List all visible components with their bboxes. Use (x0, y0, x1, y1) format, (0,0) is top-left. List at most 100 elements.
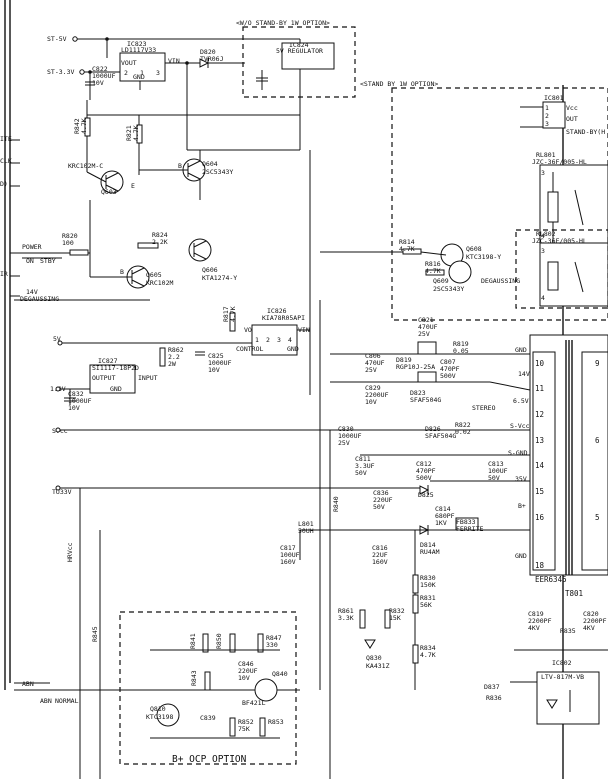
svg-text:R8174.7K: R8174.7K (222, 306, 237, 322)
svg-text:Vcc: Vcc (566, 104, 578, 112)
svg-text:R8214.7K: R8214.7K (125, 125, 140, 141)
svg-text:2: 2 (545, 112, 549, 120)
standby-option-box: <STAND BY 1W OPTION> (360, 80, 608, 321)
svg-text:KTA1274-Y: KTA1274-Y (202, 274, 237, 282)
svg-text:DEGAUSSING: DEGAUSSING (20, 295, 59, 303)
ic801: IC801 Vcc OUT 1 2 3 STAND-BY(H MAIN) (520, 94, 608, 136)
svg-text:S-Vcc: S-Vcc (510, 422, 530, 430)
svg-text:R850: R850 (215, 633, 223, 649)
svg-text:STAND-BY(H MAIN): STAND-BY(H MAIN) (566, 128, 608, 136)
svg-text:B: B (178, 162, 182, 170)
svg-text:3: 3 (156, 69, 160, 77)
q603: KRC102M-C Q603 E (68, 162, 135, 196)
svg-text:NORMAL: NORMAL (55, 697, 79, 705)
svg-text:SI1117-18P2D: SI1117-18P2D (92, 364, 139, 372)
svg-text:OUT: OUT (566, 115, 578, 123)
q604: Q604 2SC5343Y B (139, 149, 300, 200)
ic826: IC826 KIA78R05API VO VIN CONTROL GND 1 2… (222, 150, 311, 395)
transformer-t801 (529, 85, 608, 779)
svg-text:1: 1 (545, 104, 549, 112)
svg-text:Q830: Q830 (366, 654, 382, 662)
svg-text:KTC3198-Y: KTC3198-Y (466, 253, 501, 261)
svg-text:GND: GND (133, 73, 145, 81)
pin-9: 9 (595, 359, 600, 368)
svg-text:<W/O STAND-BY 1W OPTION>: <W/O STAND-BY 1W OPTION> (236, 19, 330, 27)
svg-text:ST-3.3V: ST-3.3V (47, 68, 74, 76)
svg-text:R836: R836 (486, 694, 502, 702)
svg-text:DEGAUSSING: DEGAUSSING (481, 277, 520, 285)
svg-text:B: B (120, 268, 124, 276)
ocp-option-box: B+ OCP OPTION Q810 KTC3198 Q840 BF421L R… (119, 611, 297, 765)
svg-text:VO: VO (244, 326, 252, 334)
svg-text:JZC-36F/005-HL: JZC-36F/005-HL (532, 158, 587, 166)
svg-text:ITE: ITE (0, 135, 12, 143)
svg-text:IC826: IC826 (267, 307, 287, 315)
svg-text:KIA78R05API: KIA78R05API (262, 314, 305, 322)
svg-text:Q810: Q810 (150, 705, 166, 713)
svg-text:R845: R845 (91, 626, 99, 642)
svg-text:GND: GND (515, 346, 527, 354)
svg-text:C839: C839 (200, 714, 216, 722)
svg-text:3: 3 (277, 336, 281, 344)
svg-text:POWER: POWER (22, 243, 42, 251)
bottom-vertical-nets: R845 HRVcc R840 (66, 300, 340, 779)
svg-text:4: 4 (541, 294, 545, 302)
svg-text:R853: R853 (268, 718, 284, 726)
svg-text:INPUT: INPUT (138, 374, 158, 382)
svg-text:3: 3 (541, 169, 545, 177)
svg-text:IC802: IC802 (552, 659, 572, 667)
left-net-labels: ITE CLK D) POWER ON STBY IR 14V DEGAUSSI… (0, 135, 79, 705)
net-st5v: ST-5V (47, 35, 301, 150)
svg-text:B+ OCP OPTION: B+ OCP OPTION (172, 754, 247, 765)
svg-text:TU33V: TU33V (52, 488, 72, 496)
svg-text:6.5V: 6.5V (513, 397, 529, 405)
svg-text:KA431Z: KA431Z (366, 662, 390, 670)
pin-18: 18 (535, 561, 545, 570)
ic823: IC823 LD1117V33 VOUT VIN GND 2 1 3 (119, 40, 200, 90)
svg-text:VIN: VIN (168, 57, 180, 65)
svg-text:R840: R840 (332, 496, 340, 512)
svg-text:Q606: Q606 (202, 266, 218, 274)
svg-text:JZC-36F/005-HL: JZC-36F/005-HL (532, 237, 587, 245)
svg-text:IR: IR (0, 270, 8, 278)
transformer-ref: T801 (565, 589, 583, 598)
svg-text:14V: 14V (26, 288, 38, 296)
svg-text:HRVcc: HRVcc (66, 542, 74, 562)
svg-text:STEREO: STEREO (472, 404, 496, 412)
svg-text:ST-5V: ST-5V (47, 35, 67, 43)
pin-5: 5 (595, 513, 600, 522)
svg-text:R841: R841 (189, 633, 197, 649)
svg-text:IC823: IC823 (127, 40, 147, 48)
svg-text:1: 1 (255, 336, 259, 344)
r842-r821: R8424.7K R8214.7K (73, 100, 300, 175)
svg-text:4: 4 (288, 336, 292, 344)
svg-text:IC801: IC801 (544, 94, 564, 102)
svg-text:4: 4 (541, 232, 545, 240)
